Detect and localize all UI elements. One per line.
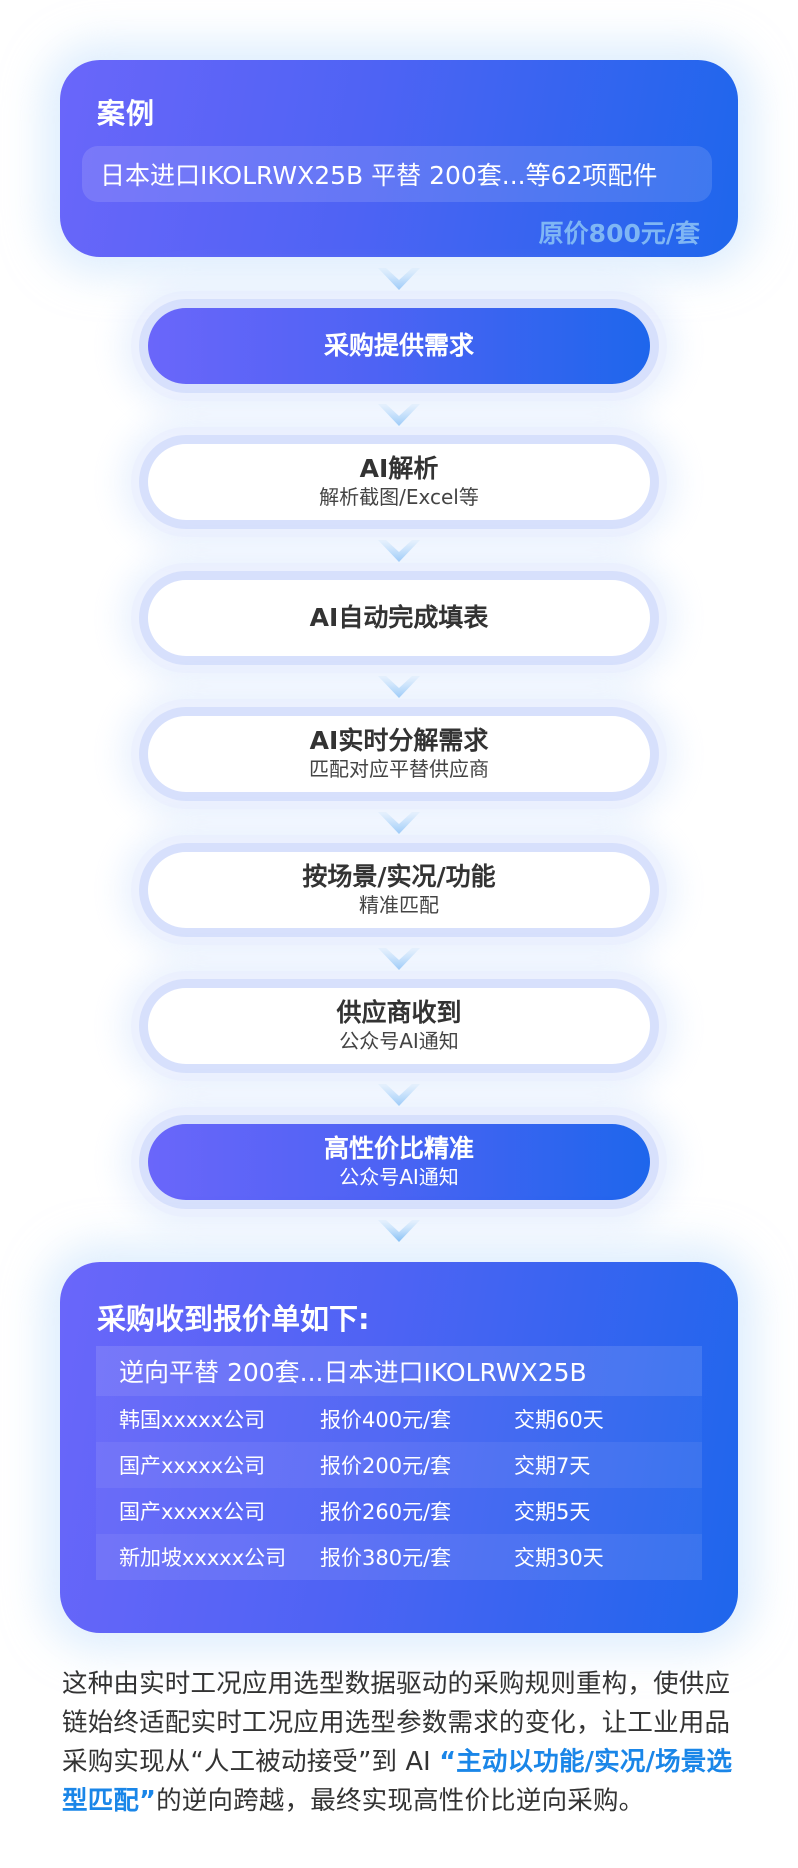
step-7: 高性价比精准 公众号AI通知 [148, 1124, 650, 1200]
table-row: 韩国xxxxx公司 报价400元/套 交期60天 [96, 1396, 702, 1442]
step-subtitle: 公众号AI通知 [339, 1029, 459, 1053]
chevron-down-icon [378, 404, 420, 426]
chevron-down-icon [378, 948, 420, 970]
summary-paragraph: 这种由实时工况应用选型数据驱动的采购规则重构，使供应链始终适配实时工况应用选型参… [62, 1665, 742, 1821]
step-subtitle: 公众号AI通知 [339, 1165, 459, 1189]
table-row: 国产xxxxx公司 报价260元/套 交期5天 [96, 1488, 702, 1534]
chevron-down-icon [378, 676, 420, 698]
original-price: 原价800元/套 [538, 219, 700, 248]
supplier-cell: 新加坡xxxxx公司 [119, 1546, 287, 1570]
price-cell: 报价260元/套 [320, 1500, 452, 1524]
chevron-down-icon [378, 812, 420, 834]
table-row: 新加坡xxxxx公司 报价380元/套 交期30天 [96, 1534, 702, 1580]
step-title: 按场景/实况/功能 [302, 862, 496, 891]
lead-time-cell: 交期5天 [514, 1500, 591, 1524]
price-cell: 报价380元/套 [320, 1546, 452, 1570]
quote-table: 逆向平替 200套...日本进口IKOLRWX25B 韩国xxxxx公司 报价4… [96, 1346, 702, 1580]
step-subtitle: 解析截图/Excel等 [319, 485, 479, 509]
case-title: 案例 [97, 97, 156, 130]
lead-time-cell: 交期30天 [514, 1546, 604, 1570]
summary-text-end: 的逆向跨越，最终实现高性价比逆向采购。 [156, 1786, 645, 1816]
lead-time-cell: 交期60天 [514, 1408, 604, 1432]
quote-card: 采购收到报价单如下: 逆向平替 200套...日本进口IKOLRWX25B 韩国… [60, 1262, 738, 1633]
summary-highlight: “主动以功能/实况/场景选型匹配” [62, 1747, 733, 1816]
step-6: 供应商收到 公众号AI通知 [148, 988, 650, 1064]
price-cell: 报价400元/套 [320, 1408, 452, 1432]
step-title: 高性价比精准 [323, 1134, 474, 1163]
step-1: 采购提供需求 [148, 308, 650, 384]
supplier-cell: 韩国xxxxx公司 [119, 1408, 266, 1432]
supplier-cell: 国产xxxxx公司 [119, 1500, 266, 1524]
chevron-down-icon [378, 1084, 420, 1106]
chevron-down-icon [378, 540, 420, 562]
step-3: AI自动完成填表 [148, 580, 650, 656]
step-4: AI实时分解需求 匹配对应平替供应商 [148, 716, 650, 792]
chevron-down-icon [378, 268, 420, 290]
step-5: 按场景/实况/功能 精准匹配 [148, 852, 650, 928]
step-subtitle: 匹配对应平替供应商 [309, 757, 489, 781]
quote-title: 采购收到报价单如下: [97, 1302, 370, 1336]
step-title: 供应商收到 [336, 998, 462, 1027]
lead-time-cell: 交期7天 [514, 1454, 591, 1478]
supplier-cell: 国产xxxxx公司 [119, 1454, 266, 1478]
case-item-text: 日本进口IKOLRWX25B 平替 200套...等62项配件 [100, 161, 658, 190]
step-2: AI解析 解析截图/Excel等 [148, 444, 650, 520]
case-item-box: 日本进口IKOLRWX25B 平替 200套...等62项配件 [82, 146, 712, 202]
quote-table-header: 逆向平替 200套...日本进口IKOLRWX25B [96, 1346, 702, 1396]
table-row: 国产xxxxx公司 报价200元/套 交期7天 [96, 1442, 702, 1488]
step-title: AI自动完成填表 [309, 603, 489, 632]
step-subtitle: 精准匹配 [359, 893, 439, 917]
summary-text: 这种由实时工况应用选型数据驱动的采购规则重构，使供应链始终适配实时工况应用选型参… [62, 1669, 731, 1777]
price-cell: 报价200元/套 [320, 1454, 452, 1478]
case-card: 案例 日本进口IKOLRWX25B 平替 200套...等62项配件 原价800… [60, 60, 738, 257]
chevron-down-icon [378, 1220, 420, 1242]
step-title: AI解析 [359, 454, 439, 483]
step-title: AI实时分解需求 [309, 726, 489, 755]
step-title: 采购提供需求 [323, 331, 474, 360]
